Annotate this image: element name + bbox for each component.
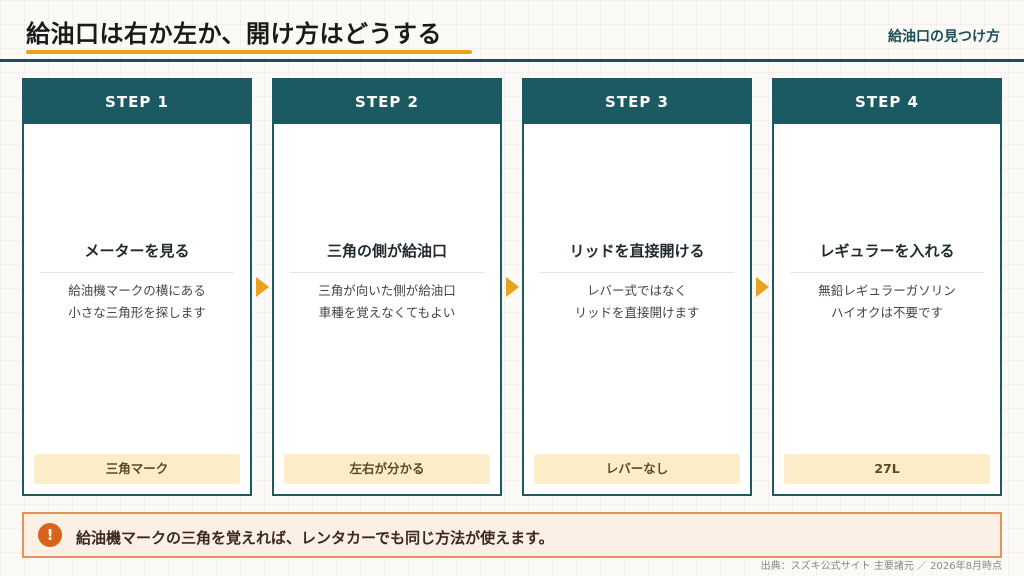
header-divider bbox=[0, 59, 1024, 62]
step-title: 三角の側が給油口 bbox=[326, 242, 447, 260]
step-desc-line: 三角が向いた側が給油口 bbox=[318, 283, 456, 298]
step-description: 給油機マークの横にある 小さな三角形を探します bbox=[24, 280, 250, 324]
step-label: STEP 2 bbox=[274, 80, 500, 124]
step-desc-line: ハイオクは不要です bbox=[830, 305, 943, 320]
step-divider bbox=[40, 272, 234, 273]
step-desc-line: 無鉛レギュラーガソリン bbox=[818, 283, 956, 298]
step-divider bbox=[290, 272, 484, 273]
exclamation-icon: ! bbox=[38, 523, 62, 547]
page-title: 給油口は右か左か、開け方はどうする bbox=[26, 20, 443, 48]
step-card-1: STEP 1 メーターを見る 給油機マークの横にある 小さな三角形を探します 三… bbox=[22, 78, 252, 496]
step-label: STEP 4 bbox=[774, 80, 1000, 124]
step-divider bbox=[540, 272, 734, 273]
step-divider bbox=[790, 272, 984, 273]
header: 給油口は右か左か、開け方はどうする 給油口の見つけ方 bbox=[0, 0, 1024, 62]
step-title: メーターを見る bbox=[84, 242, 190, 260]
step-tag: レバーなし bbox=[534, 454, 740, 484]
step-desc-line: 車種を覚えなくてもよい bbox=[318, 305, 456, 320]
step-tag: 27L bbox=[784, 454, 990, 484]
callout-text: 給油機マークの三角を覚えれば、レンタカーでも同じ方法が使えます。 bbox=[76, 529, 554, 547]
step-description: レバー式ではなく リッドを直接開けます bbox=[524, 280, 750, 324]
arrow-right-icon bbox=[256, 277, 269, 297]
step-desc-line: レバー式ではなく bbox=[586, 283, 687, 298]
step-description: 無鉛レギュラーガソリン ハイオクは不要です bbox=[774, 280, 1000, 324]
arrow-right-icon bbox=[756, 277, 769, 297]
page-subtitle: 給油口の見つけ方 bbox=[888, 29, 1000, 45]
step-tag: 左右が分かる bbox=[284, 454, 490, 484]
step-desc-line: 小さな三角形を探します bbox=[68, 305, 206, 320]
step-card-2: STEP 2 三角の側が給油口 三角が向いた側が給油口 車種を覚えなくてもよい … bbox=[272, 78, 502, 496]
step-label: STEP 3 bbox=[524, 80, 750, 124]
step-tag: 三角マーク bbox=[34, 454, 240, 484]
source-note: 出典：スズキ公式サイト 主要諸元 ／ 2026年8月時点 bbox=[760, 561, 1002, 572]
step-title: レギュラーを入れる bbox=[819, 242, 955, 260]
step-label: STEP 1 bbox=[24, 80, 250, 124]
arrow-right-icon bbox=[506, 277, 519, 297]
step-desc-line: 給油機マークの横にある bbox=[68, 283, 206, 298]
tip-callout: ! 給油機マークの三角を覚えれば、レンタカーでも同じ方法が使えます。 bbox=[22, 512, 1002, 558]
step-card-4: STEP 4 レギュラーを入れる 無鉛レギュラーガソリン ハイオクは不要です 2… bbox=[772, 78, 1002, 496]
step-desc-line: リッドを直接開けます bbox=[574, 305, 700, 320]
step-description: 三角が向いた側が給油口 車種を覚えなくてもよい bbox=[274, 280, 500, 324]
title-underline bbox=[26, 50, 472, 54]
step-card-3: STEP 3 リッドを直接開ける レバー式ではなく リッドを直接開けます レバー… bbox=[522, 78, 752, 496]
step-title: リッドを直接開ける bbox=[569, 242, 705, 260]
